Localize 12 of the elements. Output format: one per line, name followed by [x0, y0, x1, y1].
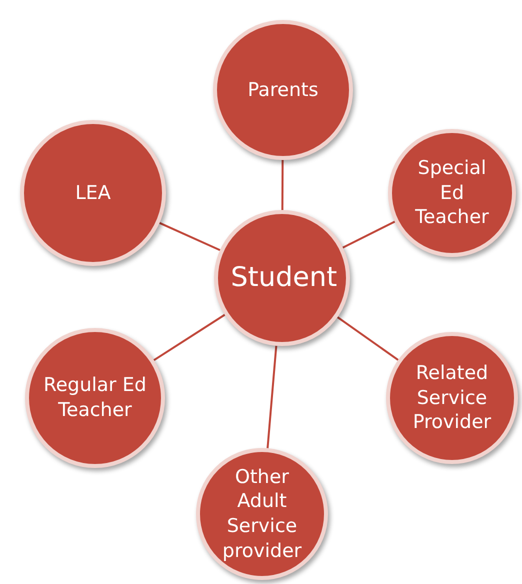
node-label: Parents: [246, 78, 320, 102]
node-label: Regular Ed Teacher: [42, 373, 148, 423]
connector-line: [153, 314, 226, 362]
node-label: LEA: [74, 180, 112, 206]
node-label: Special Ed Teacher: [414, 156, 490, 230]
node-label: Related Service Provider: [412, 360, 492, 436]
connector-line: [266, 346, 278, 448]
connector-line: [342, 220, 396, 248]
connector-line: [159, 222, 220, 252]
node-label: Other Adult Service provider: [221, 464, 303, 564]
connector-line: [281, 160, 284, 210]
connector-line: [336, 316, 399, 361]
